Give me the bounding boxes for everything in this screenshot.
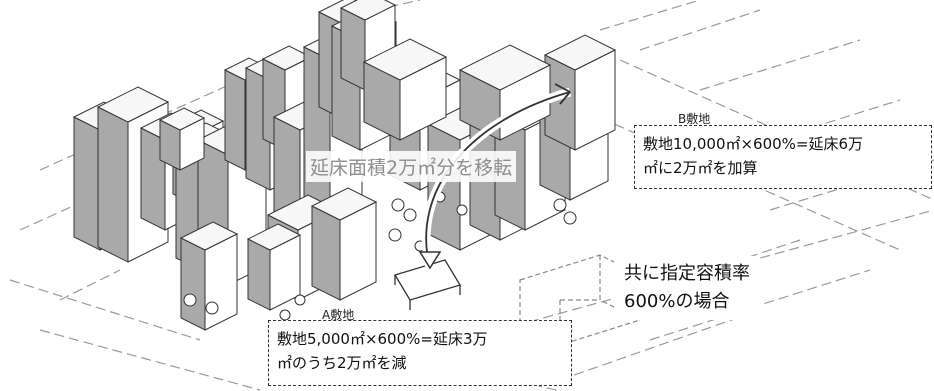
transfer-label: 延床面積2万㎡分を移転: [306, 151, 517, 182]
building-roof: [96, 86, 170, 123]
building-side-face: [247, 238, 271, 311]
ratio-note: 共に指定容積率 600%の場合: [614, 256, 760, 320]
building-side-face: [73, 116, 101, 251]
site-b-info-line2: ㎡に2万㎡を加算: [643, 159, 758, 177]
site-b-info-box: 敷地10,000㎡×600%=延床6万 ㎡に2万㎡を加算: [634, 125, 932, 189]
site-b-info-line1: 敷地10,000㎡×600%=延床6万: [643, 135, 864, 153]
building-roof: [458, 44, 552, 91]
building-roof: [261, 45, 313, 71]
site-a-info-line1: 敷地5,000㎡×600%=延床3万: [277, 330, 488, 348]
site-b-name-label: B敷地: [678, 112, 711, 126]
ratio-note-line2: 600%の場合: [624, 291, 730, 312]
building-roof: [179, 221, 239, 251]
site-a-info-box: 敷地5,000㎡×600%=延床3万 ㎡のうち2万㎡を減: [268, 320, 572, 386]
site-a-name-label: A敷地: [322, 308, 355, 322]
building-roof: [158, 107, 206, 131]
ratio-note-line1: 共に指定容積率: [624, 263, 750, 284]
building-roof: [362, 38, 448, 81]
building-roof: [543, 34, 617, 71]
building-side-face: [180, 237, 206, 331]
building-side-face: [97, 106, 129, 263]
site-a-info-line2: ㎡のうち2万㎡を減: [277, 354, 407, 372]
building-front-face: [204, 233, 238, 331]
building-roof: [339, 0, 397, 21]
building-side-face: [340, 7, 366, 91]
building-side-face: [311, 205, 341, 301]
building-roof: [310, 187, 378, 221]
building-roof: [246, 223, 302, 251]
building-side-face: [224, 69, 246, 171]
building-side-face: [427, 123, 461, 251]
